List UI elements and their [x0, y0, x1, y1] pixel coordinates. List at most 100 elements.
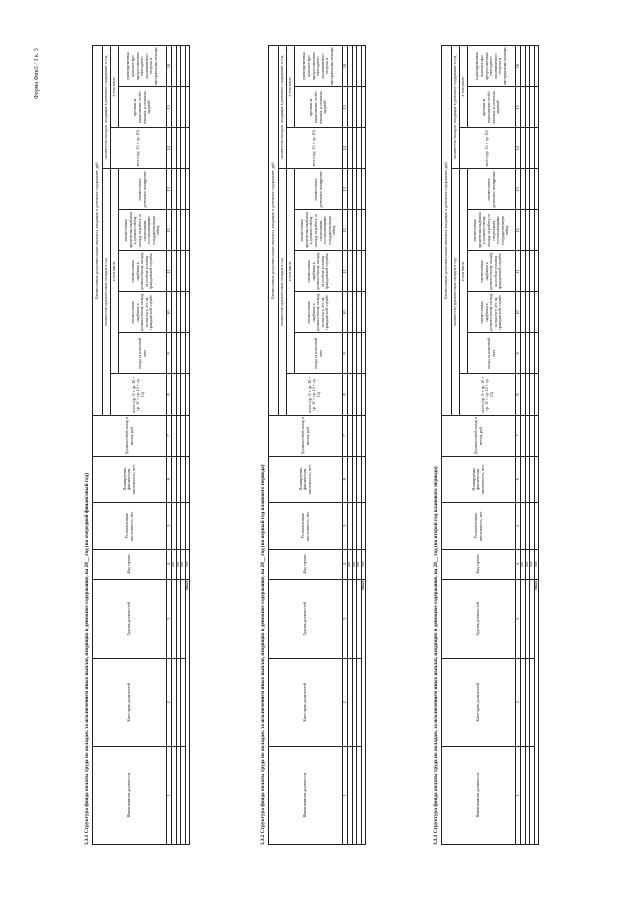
- monthly-allowances-header: Ежемесячные дополнительные выплаты, вход…: [92, 45, 103, 416]
- total-value-cell: [361, 127, 366, 169]
- in-which-header: в том числе: [110, 45, 119, 128]
- total-value-cell: [534, 127, 539, 169]
- total-value-cell: [534, 45, 539, 87]
- form-code: Форма Фин3 / 3 к. 3: [34, 48, 40, 99]
- salary-per-month-header: Должностной оклад в месяц, руб.: [92, 415, 167, 457]
- allowance-service-header: ежемесячная надбавка к должностному окла…: [467, 291, 516, 333]
- salary-per-month-header: Должностной оклад в месяц, руб.: [441, 415, 516, 457]
- total-value-cell: [361, 373, 366, 416]
- salary-count-header: количество должностных окладов в год: [451, 168, 460, 416]
- allowance-service-header: ежемесячная надбавка к должностному окла…: [294, 291, 343, 333]
- staff-number-header: Установленная численность, чел.: [92, 502, 167, 550]
- in-which-header: в том числе: [459, 168, 468, 374]
- monthly-salary-count-header: количество окладов, входящих в денежное …: [278, 45, 287, 169]
- staff-number-header: Установленная численность, чел.: [268, 502, 343, 550]
- total-value-cell: [185, 127, 190, 169]
- monthly-salary-count-header: количество окладов, входящих в денежное …: [102, 45, 111, 169]
- total-code-cell: 900: [361, 549, 366, 580]
- total-value-cell: [534, 373, 539, 416]
- total-value-cell: [185, 291, 190, 333]
- total-value-cell: [534, 250, 539, 292]
- total-value-cell: [361, 456, 366, 503]
- class-rank-salary-header: оклад за классный чин: [467, 332, 516, 374]
- total-value-cell: [361, 168, 366, 210]
- position-name-header: Наименование должности: [92, 746, 167, 845]
- in-which-header: в том числе: [110, 168, 119, 374]
- monthly-allowances-header: Ежемесячные дополнительные выплаты, вход…: [441, 45, 452, 416]
- total-2-header: всего (гр. 15 + гр. 16): [459, 127, 516, 169]
- allowance-secret-header: ежемесячная процентная надбавка к должно…: [118, 209, 167, 251]
- material-help-header: единовременная выплата при предоставлени…: [467, 45, 516, 87]
- total-value-cell: [185, 373, 190, 416]
- total-value-cell: [534, 502, 539, 550]
- prize-header: премии за выполнение особо важных и слож…: [294, 86, 343, 128]
- total-value-cell: [361, 415, 366, 457]
- total-label: Итого: [534, 579, 539, 845]
- total-code-cell: 900: [185, 549, 190, 580]
- material-help-header: единовременная выплата при предоставлени…: [118, 45, 167, 87]
- total-value-cell: [361, 332, 366, 374]
- row-code-header: Код строки: [441, 549, 516, 580]
- total-value-cell: [185, 456, 190, 503]
- total-1-header: всего (гр. 9 + гр. 10 + гр. 11 + гр. 12 …: [286, 373, 343, 416]
- total-value-cell: [534, 86, 539, 128]
- class-rank-salary-header: оклад за классный чин: [294, 332, 343, 374]
- position-category-header: Категория должностей: [268, 658, 343, 747]
- total-value-cell: [185, 209, 190, 251]
- total-label: Итого: [361, 579, 366, 845]
- total-value-cell: [361, 291, 366, 333]
- position-name-header: Наименование должности: [441, 746, 516, 845]
- table-caption: 3.3.2 Структура фонда оплаты труда по ок…: [260, 464, 266, 845]
- position-group-header: Группа должностей: [441, 579, 516, 659]
- prize-header: премии за выполнение особо важных и слож…: [118, 86, 167, 128]
- staff-number-header: Установленная численность, чел.: [441, 502, 516, 550]
- total-value-cell: [534, 209, 539, 251]
- class-rank-salary-header: оклад за классный чин: [118, 332, 167, 374]
- position-category-header: Категория должностей: [441, 658, 516, 747]
- total-value-cell: [185, 250, 190, 292]
- row-code-header: Код строки: [268, 549, 343, 580]
- total-2-header: всего (гр. 15 + гр. 16): [110, 127, 167, 169]
- salary-count-header: количество должностных окладов в год: [278, 168, 287, 416]
- actual-number-header: Планируемая фактическая численность, чел…: [268, 456, 343, 503]
- monthly-allowances-header: Ежемесячные дополнительные выплаты, вход…: [268, 45, 279, 416]
- salary-per-month-header: Должностной оклад в месяц, руб.: [268, 415, 343, 457]
- total-value-cell: [185, 45, 190, 87]
- salary-count-header: количество должностных окладов в год: [102, 168, 111, 416]
- total-label: Итого: [185, 579, 190, 845]
- total-value-cell: [185, 332, 190, 374]
- position-group-header: Группа должностей: [92, 579, 167, 659]
- in-which-header: в том числе: [286, 168, 295, 374]
- total-1-header: всего (гр. 9 + гр. 10 + гр. 11 + гр. 12 …: [110, 373, 167, 416]
- row-code-header: Код строки: [92, 549, 167, 580]
- total-value-cell: [534, 415, 539, 457]
- total-value-cell: [361, 86, 366, 128]
- total-code-cell: 900: [534, 549, 539, 580]
- total-2-header: всего (гр. 15 + гр. 16): [286, 127, 343, 169]
- total-1-header: всего (гр. 9 + гр. 10 + гр. 11 + гр. 12 …: [459, 373, 516, 416]
- total-value-cell: [185, 502, 190, 550]
- total-value-cell: [185, 86, 190, 128]
- position-name-header: Наименование должности: [268, 746, 343, 845]
- table-caption: 3.3.1 Структура фонда оплаты труда по ок…: [84, 473, 90, 845]
- total-value-cell: [361, 250, 366, 292]
- total-value-cell: [361, 209, 366, 251]
- bonus-header: ежемесячное денежное поощрение: [294, 168, 343, 210]
- allowance-special-header: ежемесячная надбавка к должностному окла…: [118, 250, 167, 292]
- total-value-cell: [534, 332, 539, 374]
- total-value-cell: [534, 456, 539, 503]
- bonus-header: ежемесячное денежное поощрение: [467, 168, 516, 210]
- allowance-secret-header: ежемесячная процентная надбавка к должно…: [467, 209, 516, 251]
- in-which-header: в том числе: [286, 45, 295, 128]
- actual-number-header: Планируемая фактическая численность, чел…: [92, 456, 167, 503]
- total-value-cell: [185, 415, 190, 457]
- position-group-header: Группа должностей: [268, 579, 343, 659]
